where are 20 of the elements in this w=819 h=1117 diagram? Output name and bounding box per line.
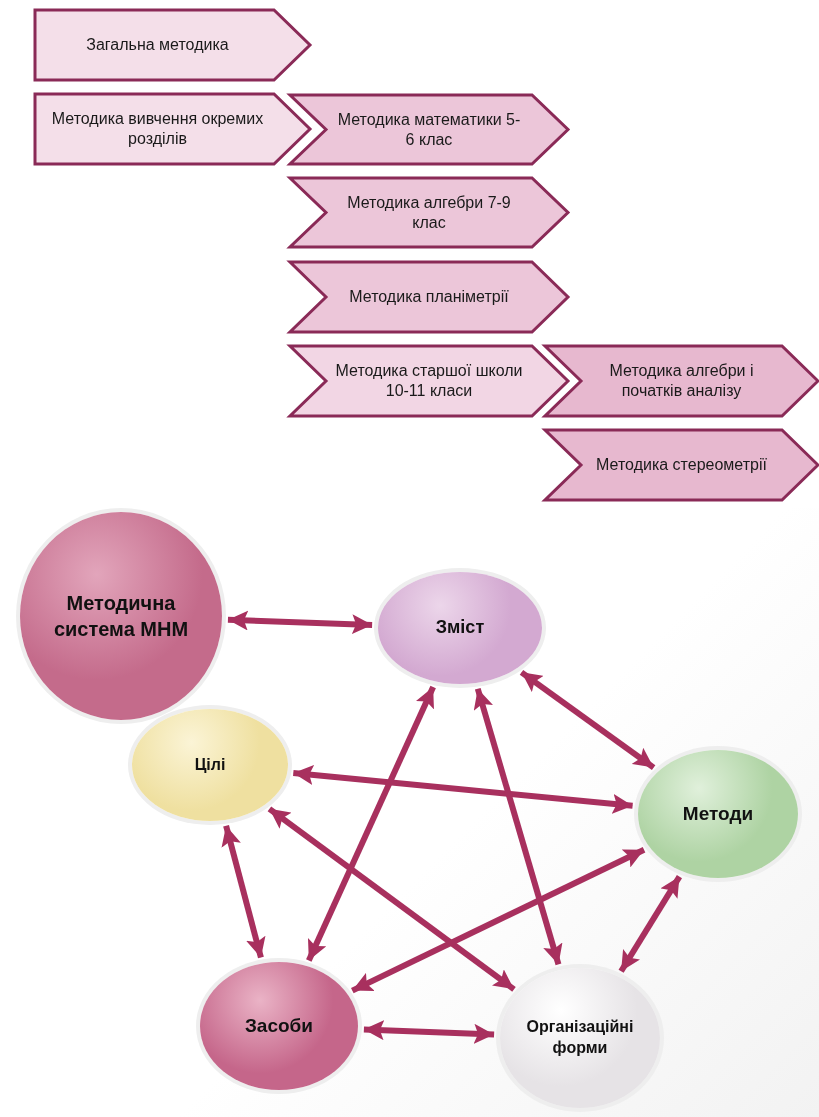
double-arrow <box>618 875 682 973</box>
double-arrow <box>227 610 373 635</box>
box-label: Загальна методика <box>86 35 229 55</box>
double-arrow <box>363 1020 495 1044</box>
circle-label: Методи <box>682 801 754 826</box>
double-arrow <box>293 765 633 814</box>
circle-label: Організаційні форми <box>525 1017 635 1058</box>
double-arrow <box>519 669 656 771</box>
double-arrow <box>267 806 516 992</box>
double-arrow <box>351 847 646 994</box>
chevron-box <box>35 94 310 164</box>
double-arrow <box>306 685 436 962</box>
chevron-box <box>35 10 310 80</box>
circle-label: Зміст <box>435 616 485 640</box>
circle-label: Засоби <box>244 1013 314 1038</box>
box-label: Методика вивчення окремих розділів <box>50 109 265 149</box>
circle-label: Цілі <box>194 754 226 775</box>
double-arrow <box>473 687 563 966</box>
circle-label: Методична система МНМ <box>52 591 190 642</box>
double-arrow <box>221 825 266 959</box>
